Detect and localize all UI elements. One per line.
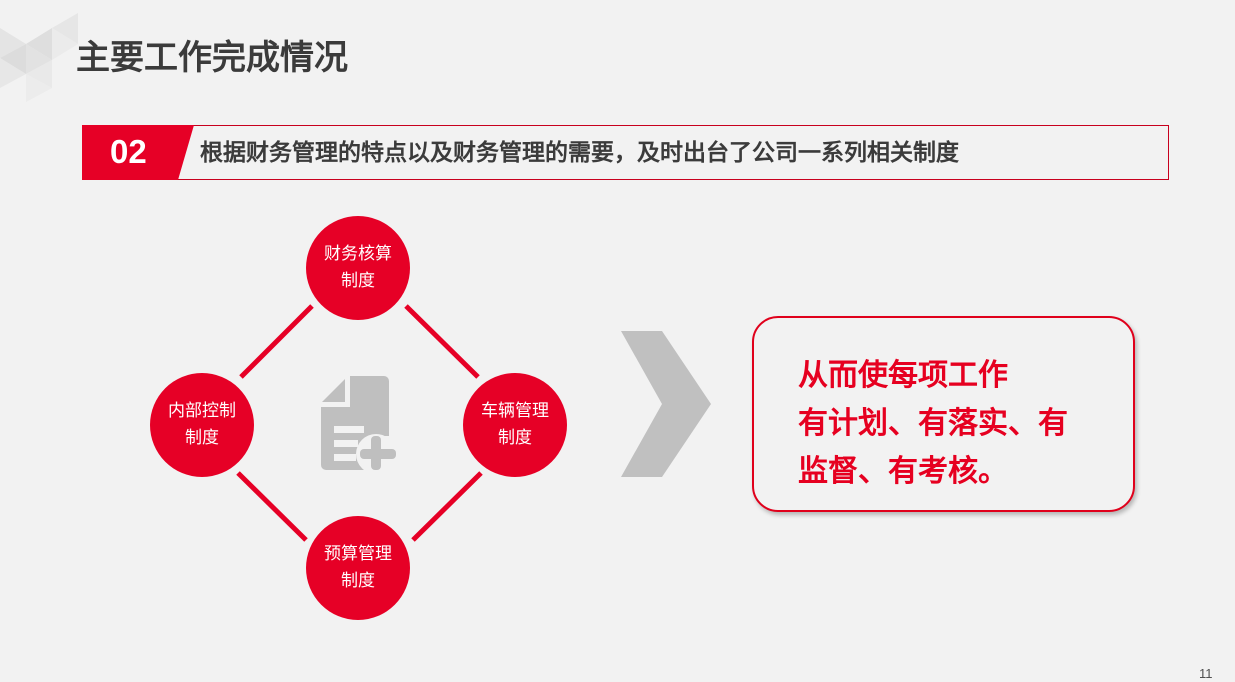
connector-line [411, 471, 483, 542]
result-text: 从而使每项工作 有计划、有落实、有 监督、有考核。 [798, 352, 1068, 496]
node-label: 内部控制 [168, 401, 236, 421]
chevron-right-icon [621, 331, 711, 477]
node-label: 制度 [498, 428, 532, 448]
section-heading: 根据财务管理的特点以及财务管理的需要，及时出台了公司一系列相关制度 [200, 140, 959, 166]
node-accounting-system: 财务核算 制度 [306, 216, 410, 320]
result-line: 有计划、有落实、有 [798, 406, 1068, 441]
page-number: 11 [1199, 666, 1213, 681]
node-label: 车辆管理 [481, 401, 549, 421]
page-title: 主要工作完成情况 [76, 38, 348, 78]
section-number: 02 [110, 133, 147, 170]
result-callout: 从而使每项工作 有计划、有落实、有 监督、有考核。 [752, 316, 1135, 512]
section-banner: 02 根据财务管理的特点以及财务管理的需要，及时出台了公司一系列相关制度 [82, 125, 1169, 180]
connector-line [239, 304, 314, 379]
connector-line [236, 471, 308, 542]
node-vehicle-management-system: 车辆管理 制度 [463, 373, 567, 477]
decorative-triangles-icon [0, 13, 78, 102]
result-line: 从而使每项工作 [798, 358, 1008, 393]
node-label: 预算管理 [324, 544, 392, 564]
node-internal-control-system: 内部控制 制度 [150, 373, 254, 477]
connector-line [404, 304, 480, 379]
node-label: 制度 [341, 271, 375, 291]
node-label: 制度 [185, 428, 219, 448]
node-label: 财务核算 [324, 244, 392, 264]
result-line: 监督、有考核。 [798, 454, 1008, 489]
node-label: 制度 [341, 571, 375, 591]
document-add-icon [321, 376, 396, 470]
section-number-badge [82, 125, 194, 180]
node-budget-management-system: 预算管理 制度 [306, 516, 410, 620]
